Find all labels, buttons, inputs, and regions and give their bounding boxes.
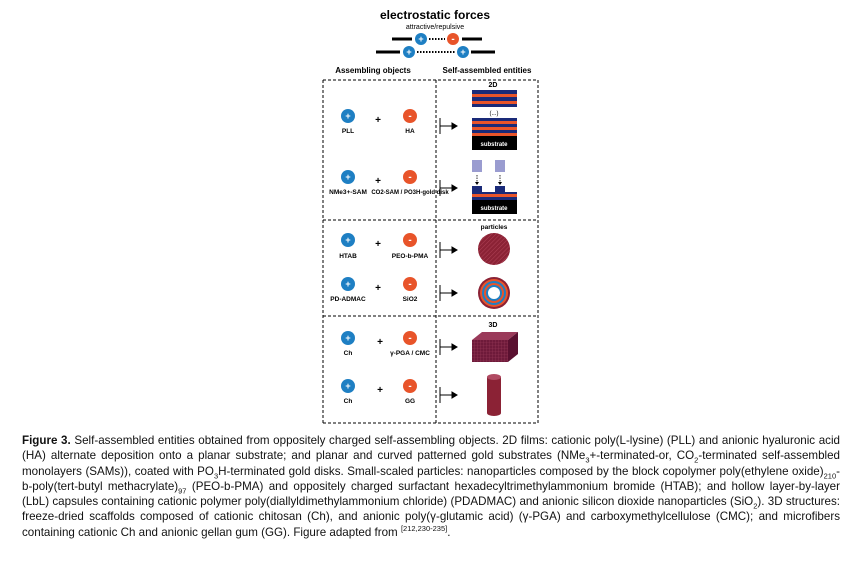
svg-text:+: + [375,115,381,126]
svg-text:-: - [408,333,411,344]
anion-label: SiO2 [403,296,418,303]
anion-icon [403,233,417,247]
anion-label: CO2-SAM / PO3H-gold disk [371,190,449,196]
caption-reference[interactable]: [212,230-235] [400,523,448,533]
row-pdadmac: + PD-ADMAC + - SiO2 [330,277,418,303]
svg-text:+: + [406,47,411,57]
patterned-substrate: substrate [472,160,517,214]
svg-text:+: + [377,385,383,396]
svg-text:-: - [408,279,411,290]
svg-text:-: - [451,34,454,45]
anion-label: GG [405,398,415,405]
row-ch-pga: + Ch + - γ-PGA / CMC [341,331,430,357]
arrow-icon [439,285,458,301]
svg-text:+: + [377,337,383,348]
svg-text:+: + [345,111,350,121]
svg-text:+: + [345,279,350,289]
cation-label: PLL [342,128,354,135]
cation-label: Ch [344,398,353,405]
cation-icon [341,109,355,123]
svg-text:substrate: substrate [480,142,508,148]
svg-text:-: - [408,111,411,122]
svg-text:2D: 2D [489,82,498,89]
scaffold-3d: 3D [472,322,518,362]
svg-text:+: + [375,176,381,187]
anion-icon [403,277,417,291]
cation-icon [341,379,355,393]
legend-repulsive: + + [376,46,495,58]
svg-text:+: + [345,235,350,245]
svg-text:particles: particles [481,224,508,231]
cation-label: HTAB [339,253,357,260]
anion-label: HA [405,128,415,135]
arrow-icon [439,118,458,134]
cation-icon [341,331,355,345]
layered-film-2d: 2D (...) substrate [472,82,517,150]
row-pll-ha: + PLL + - HA [341,109,417,135]
row-htab: + HTAB + - PEO-b-PMA [339,233,429,260]
figure-diagram: electrostatic forces attractive/repulsiv… [322,8,539,424]
anion-label: PEO-b-PMA [392,253,429,260]
cation-label: NMe3+-SAM [329,189,367,196]
figure-caption: Figure 3. Self-assembled entities obtain… [22,434,841,539]
arrow-icon [439,387,458,403]
svg-text:+: + [345,333,350,343]
arrow-icon [439,339,458,355]
cation-label: Ch [344,350,353,357]
svg-text:-: - [408,381,411,392]
arrow-icon [439,242,458,258]
svg-text:+: + [375,283,381,294]
arrow-icon [439,180,458,196]
caption-lead: Figure 3. [22,434,71,447]
dashed-frame [322,79,539,424]
row-sam: + NMe3+-SAM + - CO2-SAM / PO3H-gold disk [329,170,449,196]
row-ch-gg: + Ch + - GG [341,379,417,405]
anion-icon [403,109,417,123]
cation-label: PD-ADMAC [330,296,366,303]
anion-icon [403,379,417,393]
lbl-capsule [478,277,510,309]
svg-text:3D: 3D [489,322,498,329]
svg-text:+: + [345,172,350,182]
svg-text:-: - [408,235,411,246]
arrows [439,118,458,403]
svg-text:substrate: substrate [480,206,508,212]
anion-label: γ-PGA / CMC [390,350,430,357]
svg-text:-: - [408,172,411,183]
svg-text:(...): (...) [490,111,499,117]
nanoparticle: particles [478,224,510,265]
anion-icon [403,170,417,184]
microfiber [487,374,501,416]
anion-icon [403,331,417,345]
legend-title: electrostatic forces [380,8,490,22]
svg-text:+: + [460,47,465,57]
svg-text:+: + [375,239,381,250]
cation-icon [341,170,355,184]
svg-text:+: + [345,381,350,391]
legend-attractive: + - [392,33,482,45]
header-assembling-objects: Assembling objects [335,66,411,75]
cation-icon [341,233,355,247]
legend-subtitle: attractive/repulsive [406,24,464,31]
cation-icon [341,277,355,291]
header-self-assembled: Self-assembled entities [443,66,532,75]
svg-text:+: + [418,34,423,44]
